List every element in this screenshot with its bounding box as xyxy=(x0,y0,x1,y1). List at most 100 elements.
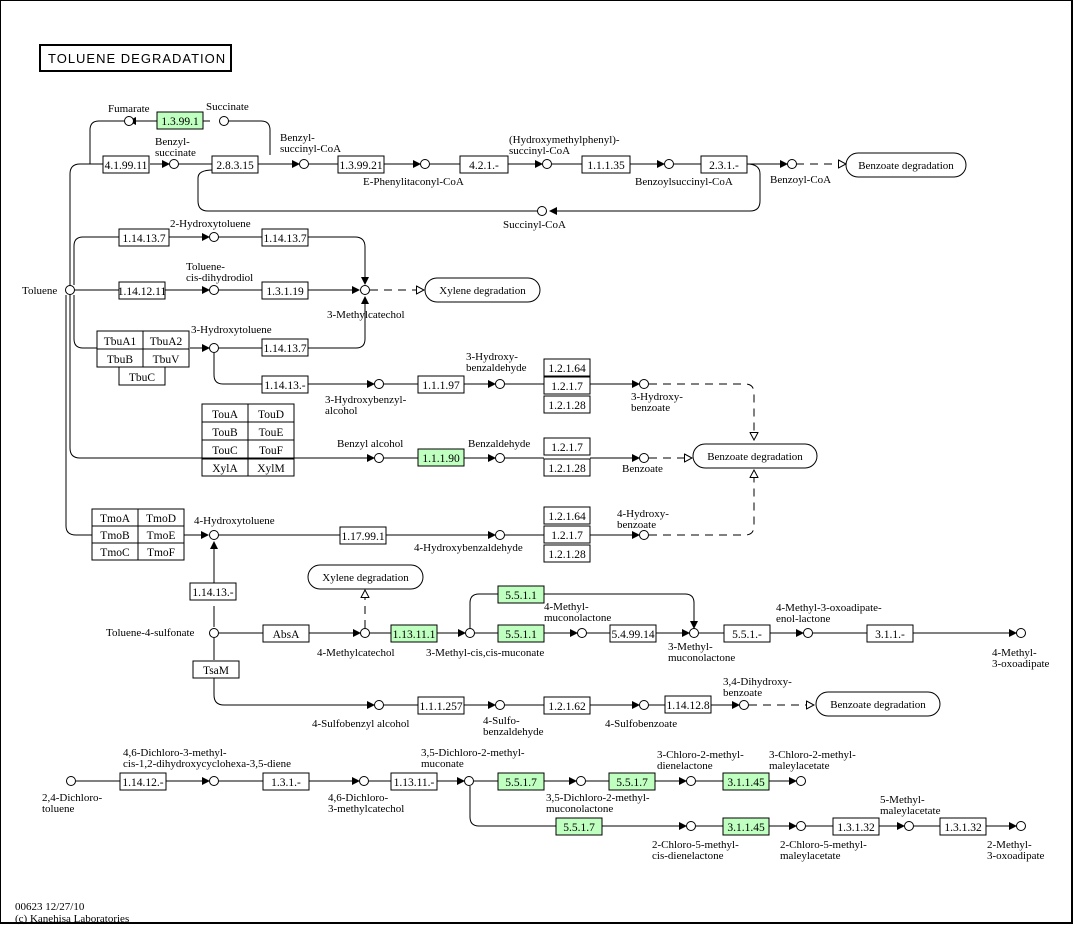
enzyme-e3-1-1-x[interactable]: 3.1.1.- xyxy=(866,624,914,643)
gene-tmoa[interactable]: TmoA xyxy=(100,513,131,525)
hydroxybenzyl_alcohol_3-node[interactable] xyxy=(374,379,384,389)
benzaldehyde-node[interactable] xyxy=(495,453,505,463)
enzyme-e1-3-1-x[interactable]: 1.3.1.- xyxy=(262,772,310,791)
enzyme-e1-1-1-257[interactable]: 1.1.1.257 xyxy=(417,696,465,715)
gene-touf[interactable]: TouF xyxy=(259,445,283,457)
toluene-node[interactable] xyxy=(65,285,75,295)
sulfobenzyl_alcohol_4-node[interactable] xyxy=(374,700,384,710)
enzyme-e2-8-3-15[interactable]: 2.8.3.15 xyxy=(211,155,259,174)
enzyme-e1-14-12-x[interactable]: 1.14.12.- xyxy=(119,772,167,791)
hydroxymethylphenyl_succinyl_coa-node[interactable] xyxy=(542,159,552,169)
map-link-benzoate-degradation-1[interactable]: Benzoate degradation xyxy=(845,152,967,178)
hydroxybenzaldehyde_3-node[interactable] xyxy=(495,379,505,389)
succinyl_coa-node[interactable] xyxy=(537,206,547,216)
enzyme-e1-2-1-28-a[interactable]: 1.2.1.28 xyxy=(543,395,591,414)
enzyme-e1-3-1-32-b[interactable]: 1.3.1.32 xyxy=(939,817,987,836)
gene-grid-xyl[interactable]: XylA XylM xyxy=(201,458,295,477)
enzyme-e5-5-1-7-b[interactable]: 5.5.1.7 xyxy=(608,772,656,791)
chloro_methylmaleylacetate_2-node[interactable] xyxy=(796,821,806,831)
enzyme-e2-3-1-x[interactable]: 2.3.1.- xyxy=(700,155,748,174)
enzyme-e1-2-1-7-b[interactable]: 1.2.1.7 xyxy=(543,437,591,456)
methyl_3_oxoadipate_2-node[interactable] xyxy=(1016,821,1026,831)
enzyme-e1-1-1-97[interactable]: 1.1.1.97 xyxy=(417,375,465,394)
hydroxytoluene_4-node[interactable] xyxy=(209,530,219,540)
methylmuconolactone_3-node[interactable] xyxy=(689,628,699,638)
toluene_cis_dihydrodiol-node[interactable] xyxy=(209,285,219,295)
enzyme-e1-2-1-28-c[interactable]: 1.2.1.28 xyxy=(543,544,591,563)
enzyme-e1-13-11-x[interactable]: 1.13.11.- xyxy=(390,772,438,791)
enzyme-e1-13-11-1[interactable]: 1.13.11.1 xyxy=(390,624,438,643)
methyl_3_oxoadipate_4-node[interactable] xyxy=(1016,628,1026,638)
map-link-benzoate-degradation-2[interactable]: Benzoate degradation xyxy=(692,443,818,469)
hydroxybenzaldehyde_4-node[interactable] xyxy=(495,530,505,540)
enzyme-e5-5-1-1-b[interactable]: 5.5.1.1 xyxy=(497,624,545,643)
enzyme-e1-1-1-90[interactable]: 1.1.1.90 xyxy=(417,448,465,467)
succinate-node[interactable] xyxy=(219,116,229,126)
gene-tbua2[interactable]: TbuA2 xyxy=(150,336,183,348)
enzyme-e1-14-13-7-a[interactable]: 1.14.13.7 xyxy=(118,228,170,247)
gene-tmob[interactable]: TmoB xyxy=(100,530,130,542)
benzyl_alcohol-node[interactable] xyxy=(374,453,384,463)
gene-tbub[interactable]: TbuB xyxy=(107,354,134,366)
enzyme-e1-2-1-28-b[interactable]: 1.2.1.28 xyxy=(543,458,591,477)
map-link-benzoate-degradation-3[interactable]: Benzoate degradation xyxy=(815,691,941,717)
benzoyl_coa-node[interactable] xyxy=(787,159,797,169)
gene-tbuc[interactable]: TbuC xyxy=(129,372,156,384)
gene-xylm[interactable]: XylM xyxy=(257,463,284,475)
gene-tmof[interactable]: TmoF xyxy=(147,547,175,559)
dichloro_methylmuconate_35-node[interactable] xyxy=(464,776,474,786)
hydroxytoluene_2-node[interactable] xyxy=(209,232,219,242)
enzyme-e3-1-1-45-b[interactable]: 3.1.1.45 xyxy=(722,817,770,836)
sulfobenzoate_4-node[interactable] xyxy=(639,700,649,710)
methyl_cis_cis_muconate_3-node[interactable] xyxy=(465,628,475,638)
gene-tmod[interactable]: TmoD xyxy=(146,513,176,525)
methylcatechol_3-node[interactable] xyxy=(360,285,370,295)
enzyme-e1-3-99-21[interactable]: 1.3.99.21 xyxy=(337,155,385,174)
enzyme-e1-2-1-64-c[interactable]: 1.2.1.64 xyxy=(543,506,591,525)
sulfobenzaldehyde_4-node[interactable] xyxy=(495,700,505,710)
enzyme-e1-3-1-32-a[interactable]: 1.3.1.32 xyxy=(832,817,880,836)
enzyme-e1-2-1-64-a[interactable]: 1.2.1.64 xyxy=(543,358,591,377)
enzyme-e1-3-99-1[interactable]: 1.3.99.1 xyxy=(156,111,204,130)
fumarate-node[interactable] xyxy=(124,116,134,126)
e_phenylitaconyl_coa-node[interactable] xyxy=(420,159,430,169)
methyl_oxoadipate_enol_lactone-node[interactable] xyxy=(803,628,813,638)
enzyme-e1-14-13-x-a[interactable]: 1.14.13.- xyxy=(261,375,309,394)
dichloro_methylmuconolactone_35-node[interactable] xyxy=(576,776,586,786)
enzyme-e5-4-99-14[interactable]: 5.4.99.14 xyxy=(609,624,657,643)
enzyme-e5-5-1-7-c[interactable]: 5.5.1.7 xyxy=(555,817,603,836)
enzyme-e1-17-99-1[interactable]: 1.17.99.1 xyxy=(339,526,387,545)
map-link-xylene-degradation-1[interactable]: Xylene degradation xyxy=(424,277,541,303)
enzyme-e3-1-1-45-a[interactable]: 3.1.1.45 xyxy=(722,772,770,791)
gene-tmoc[interactable]: TmoC xyxy=(100,547,130,559)
enzyme-tsam[interactable]: TsaM xyxy=(192,660,240,679)
gene-xyla[interactable]: XylA xyxy=(212,463,238,475)
enzyme-e4-2-1-x[interactable]: 4.2.1.- xyxy=(459,155,509,174)
benzylsuccinyl_coa-node[interactable] xyxy=(299,159,309,169)
enzyme-e1-14-12-11[interactable]: 1.14.12.11 xyxy=(118,281,167,300)
enzyme-e1-2-1-7-c[interactable]: 1.2.1.7 xyxy=(543,525,591,544)
enzyme-e5-5-1-7-a[interactable]: 5.5.1.7 xyxy=(497,772,545,791)
enzyme-e1-1-1-35[interactable]: 1.1.1.35 xyxy=(581,155,631,174)
enzyme-e1-3-1-19[interactable]: 1.3.1.19 xyxy=(261,281,309,300)
toluene_4_sulfonate-node[interactable] xyxy=(209,628,219,638)
enzyme-e1-14-13-x-b[interactable]: 1.14.13.- xyxy=(189,582,237,601)
dichloro_methylcatechol_46-node[interactable] xyxy=(359,776,369,786)
gene-tbuv[interactable]: TbuV xyxy=(153,354,181,366)
map-link-xylene-degradation-2[interactable]: Xylene degradation xyxy=(307,564,424,590)
enzyme-e5-5-1-x[interactable]: 5.5.1.- xyxy=(723,624,771,643)
hydroxybenzoate_3-node[interactable] xyxy=(639,379,649,389)
dichloro_dihydroxycyclohexadiene-node[interactable] xyxy=(209,776,219,786)
methylmaleylacetate_5-node[interactable] xyxy=(904,821,914,831)
benzoate-node[interactable] xyxy=(639,453,649,463)
enzyme-absa[interactable]: AbsA xyxy=(262,624,310,643)
benzylsuccinate-node[interactable] xyxy=(169,159,179,169)
enzyme-e1-14-12-8[interactable]: 1.14.12.8 xyxy=(664,695,712,714)
methylcatechol_4-node[interactable] xyxy=(360,628,370,638)
chloro_methylmaleylacetate_3-node[interactable] xyxy=(796,776,806,786)
gene-toua[interactable]: TouA xyxy=(212,409,239,421)
dichlorotoluene_24-node[interactable] xyxy=(66,776,76,786)
